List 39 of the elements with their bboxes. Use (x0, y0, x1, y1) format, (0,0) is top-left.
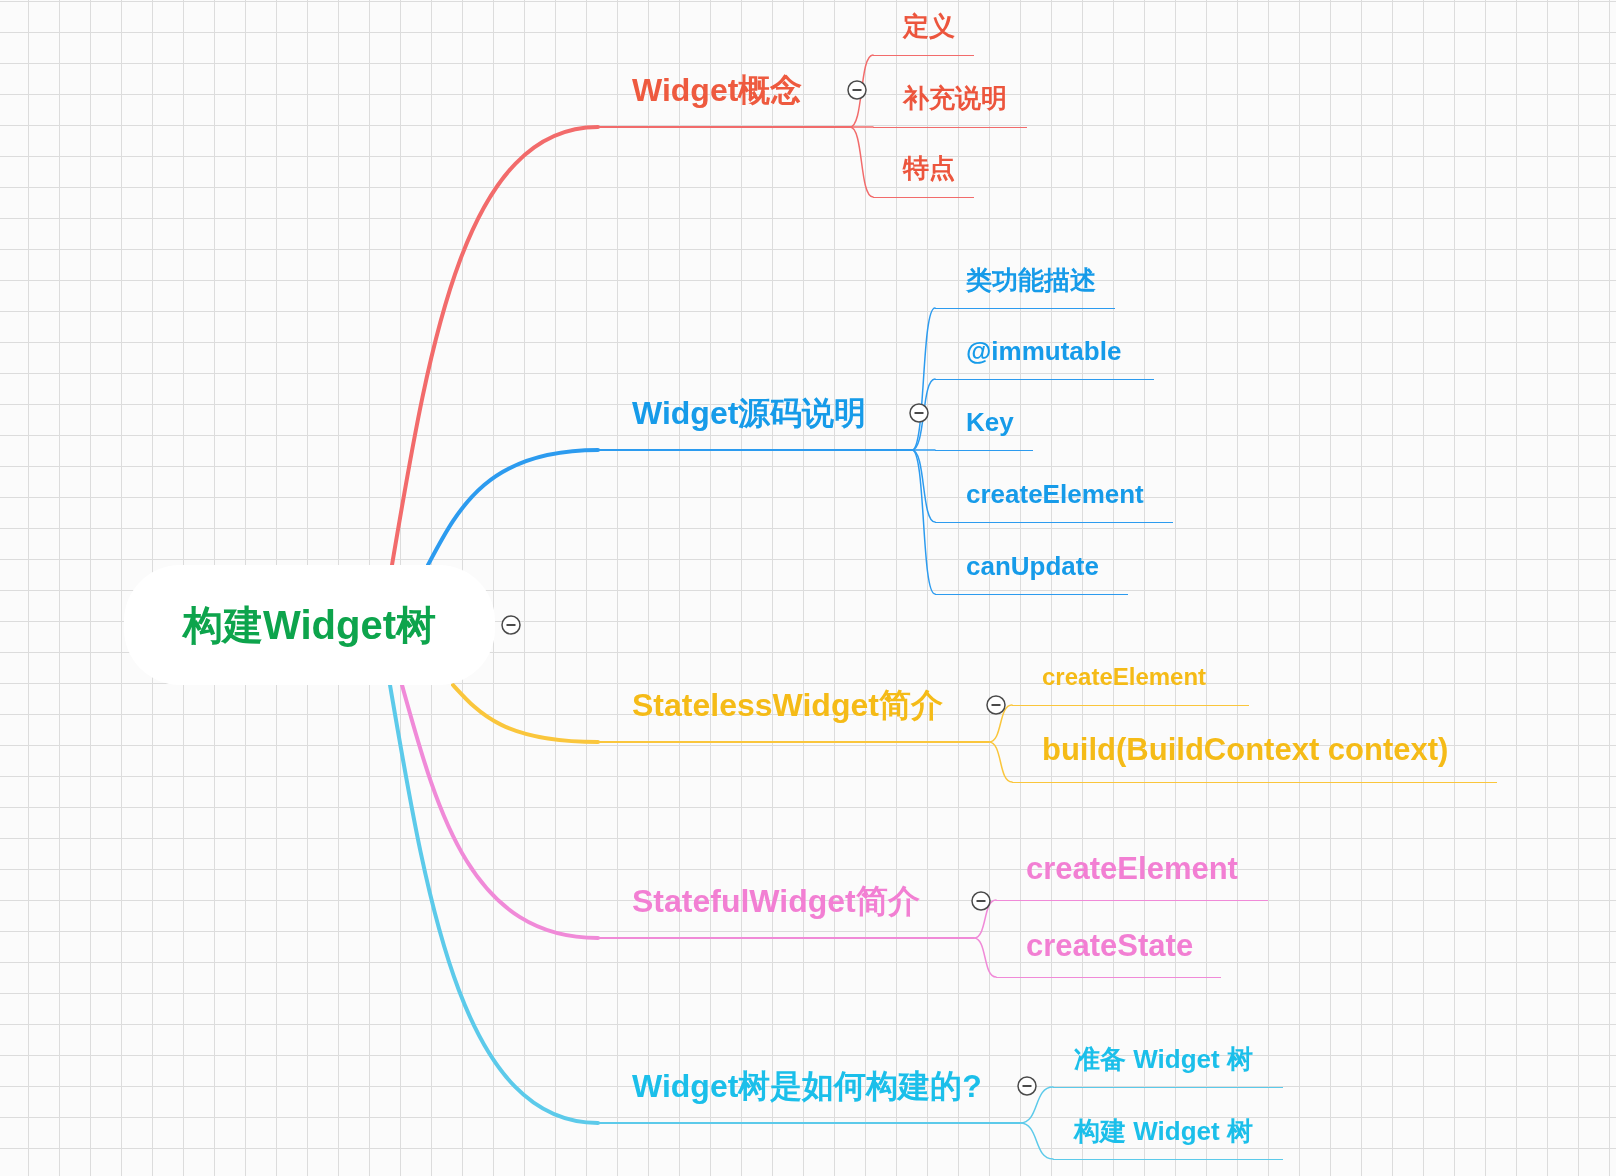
main-topic: Widget源码说明 (598, 392, 912, 451)
subtopic: 构建 Widget 树 (1053, 1114, 1283, 1160)
subtopic: 准备 Widget 树 (1053, 1042, 1283, 1088)
connector-line (911, 449, 936, 451)
branch-line (390, 125, 600, 567)
main-topic: Widget树是如何构建的? (598, 1065, 1020, 1124)
subtopic: canUpdate (935, 549, 1128, 595)
subtopic: @immutable (935, 334, 1154, 380)
subtopic: build(BuildContext context) (1012, 730, 1497, 783)
branch-line (451, 683, 600, 744)
connector-line (1019, 1122, 1054, 1160)
branch-line (400, 683, 600, 940)
main-topic: Widget概念 (598, 69, 850, 128)
subtopic: 特点 (873, 151, 974, 198)
connector-line (849, 126, 874, 198)
central-topic: 构建Widget树 (124, 565, 495, 685)
subtopic: createElement (935, 477, 1173, 523)
connector-line (1019, 1086, 1054, 1124)
connector-line (911, 449, 936, 595)
branch-line (426, 448, 600, 567)
subtopic: Key (935, 405, 1033, 451)
subtopic: 定义 (873, 9, 974, 56)
main-topic: StatelessWidget简介 (598, 684, 989, 743)
connector-line (911, 449, 936, 523)
connector-line (911, 378, 936, 451)
connector-line (911, 307, 936, 451)
connector-line (973, 899, 997, 939)
subtopic: createState (996, 926, 1221, 978)
branch-line (388, 683, 600, 1125)
main-topic: StatefulWidget简介 (598, 880, 974, 939)
subtopic: 类功能描述 (935, 263, 1115, 309)
connector-line (849, 54, 874, 128)
subtopic: createElement (1012, 660, 1249, 706)
connector-line (849, 126, 874, 128)
connector-line (988, 741, 1013, 783)
connector-line (973, 937, 997, 978)
subtopic: 补充说明 (873, 81, 1027, 128)
subtopic: createElement (996, 849, 1268, 901)
connector-line (988, 704, 1013, 743)
